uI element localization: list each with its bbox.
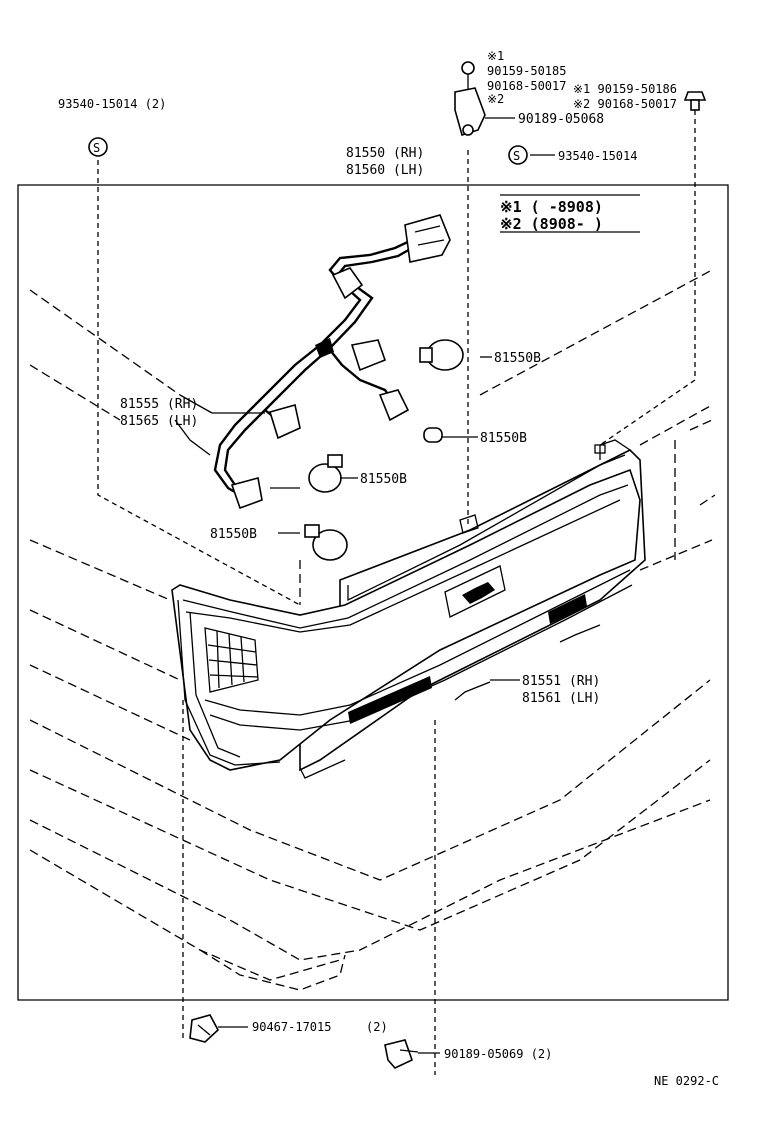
- bolt-top-icon: [461, 61, 475, 90]
- labels: 93540-15014 (2) ※1 90159-50185 90168-500…: [58, 49, 719, 1088]
- label-note2: ※2 (8908- ): [500, 215, 603, 233]
- label-bolt-b: 90168-50017: [487, 79, 566, 93]
- label-note2-mark: ※2: [487, 92, 504, 106]
- svg-text:S: S: [513, 149, 520, 163]
- label-bulb-1: 81550B: [494, 351, 541, 366]
- lens-grid-left: [204, 627, 259, 693]
- svg-text:S: S: [93, 141, 100, 155]
- label-clip-qty: (2): [366, 1020, 388, 1034]
- socket-a: [350, 339, 387, 372]
- bulb-lower-left: [304, 524, 348, 561]
- bulb-small-right: [423, 427, 443, 443]
- harness-grommet: [331, 267, 364, 300]
- label-lens-lh: 81561 (LH): [522, 691, 600, 706]
- screw-bottom-icon: [384, 1039, 419, 1069]
- reflector-strip-center: [348, 676, 432, 724]
- wiring-harness: [213, 214, 451, 510]
- label-bulb-3: 81550B: [360, 472, 407, 487]
- label-note1-mark: ※1: [487, 49, 504, 63]
- label-lens-rh: 81551 (RH): [522, 674, 600, 689]
- label-screw-08: 90189-05068: [518, 112, 604, 127]
- lens-emblem: [444, 565, 506, 618]
- bolt-right-icon: [683, 91, 707, 111]
- reflector-strip-right: [548, 594, 587, 624]
- diagram-frame: [17, 184, 729, 1001]
- label-clip: 90467-17015: [252, 1020, 331, 1034]
- label-lamp-rh: 81550 (RH): [346, 146, 424, 161]
- bulb-middle-left: [308, 454, 343, 493]
- label-screw-grommet-top-left: 93540-15014 (2): [58, 97, 166, 111]
- note-underlines: [500, 194, 640, 233]
- bulbs: [304, 339, 464, 561]
- bracket-icon: [454, 87, 486, 137]
- label-grommet-right: 93540-15014: [558, 149, 637, 163]
- bulb-upper-right: [419, 339, 464, 371]
- tail-lamp-lens: [171, 468, 641, 779]
- label-bulb-4: 81550B: [210, 527, 257, 542]
- callout-lines: [174, 117, 640, 1054]
- body-contours: [29, 269, 716, 991]
- socket-d: [230, 477, 263, 510]
- fasteners: S S: [88, 61, 707, 1069]
- label-bolt-d: ※2 90168-50017: [573, 97, 677, 111]
- harness-connector: [404, 214, 451, 263]
- label-bulb-2: 81550B: [480, 431, 527, 446]
- label-screw-bottom: 90189-05069 (2): [444, 1047, 552, 1061]
- fastener-leaders: [97, 110, 696, 1075]
- label-wire-rh: 81555 (RH): [120, 397, 198, 412]
- socket-b: [378, 389, 410, 422]
- grommet-top-left-icon: S: [88, 137, 108, 157]
- grommet-right-icon: S: [508, 145, 528, 165]
- socket-c: [268, 404, 301, 440]
- label-wire-lh: 81565 (LH): [120, 414, 198, 429]
- label-note1: ※1 ( -8908): [500, 198, 603, 216]
- clip-icon: [189, 1014, 219, 1043]
- label-lamp-lh: 81560 (LH): [346, 163, 424, 178]
- diagram-code: NE 0292-C: [654, 1074, 719, 1088]
- label-bolt-c: ※1 90159-50186: [573, 82, 677, 96]
- label-bolt-a: 90159-50185: [487, 64, 566, 78]
